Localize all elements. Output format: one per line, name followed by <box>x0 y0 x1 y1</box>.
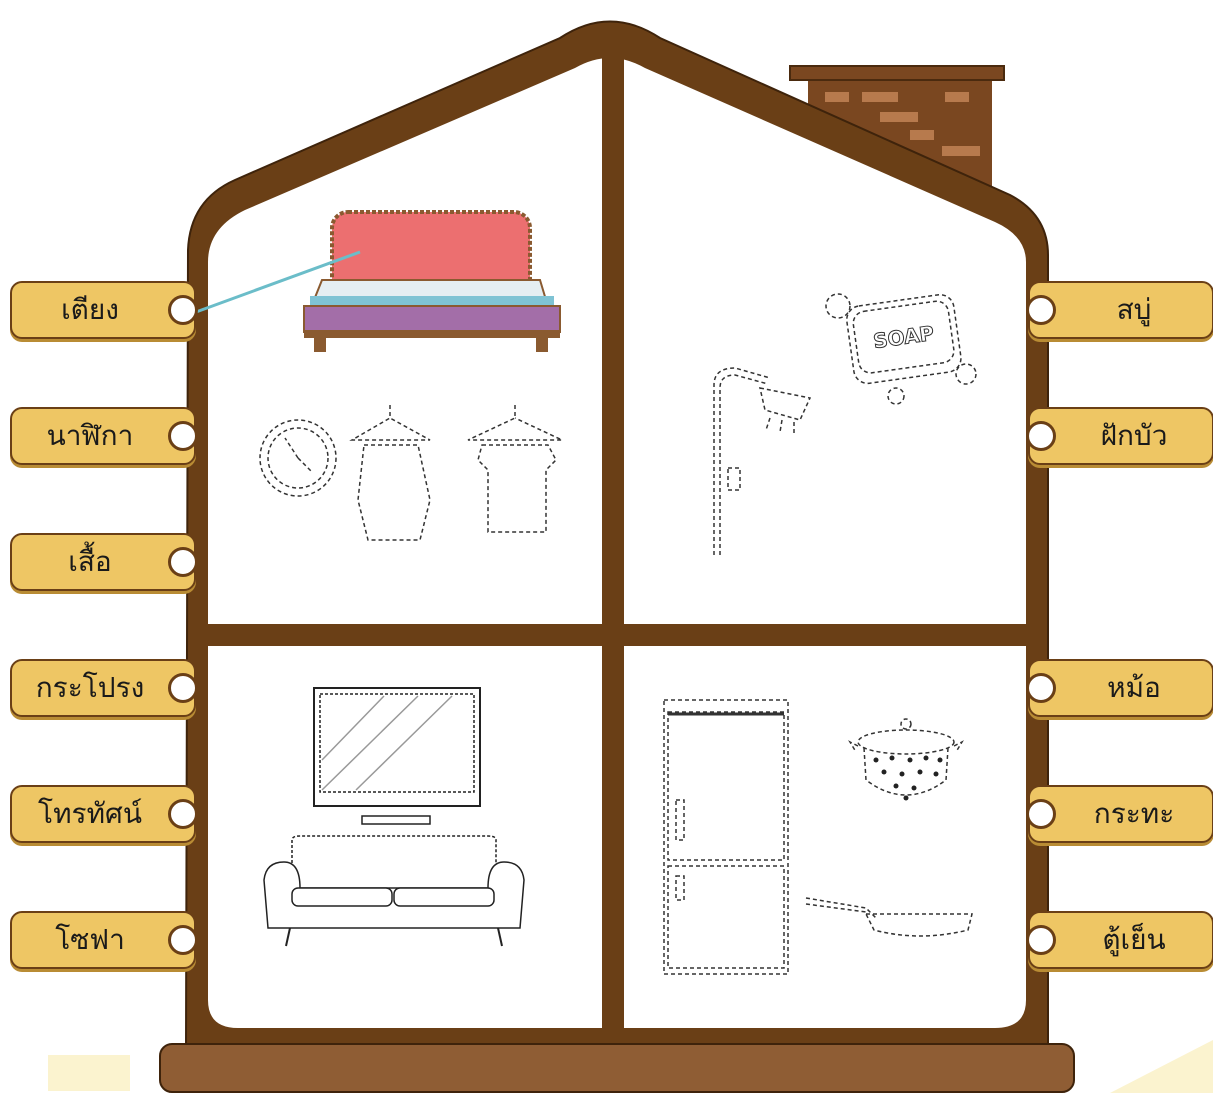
label-shower[interactable]: ฝักบัว <box>1028 407 1213 465</box>
label-bed-connector-dot[interactable] <box>168 295 198 325</box>
label-sofa[interactable]: โซฟา <box>10 911 196 969</box>
label-pot-connector-dot[interactable] <box>1026 673 1056 703</box>
label-fridge[interactable]: ตู้เย็น <box>1028 911 1213 969</box>
label-shirt-text: เสื้อ <box>68 540 111 584</box>
bed-picture <box>304 212 560 352</box>
label-bin-text: กระโปรง <box>36 666 145 710</box>
label-pan-connector-dot[interactable] <box>1026 799 1056 829</box>
label-fridge-text: ตู้เย็น <box>1102 918 1165 962</box>
label-pan-text: กระทะ <box>1094 792 1175 836</box>
label-pot-text: หม้อ <box>1107 666 1161 710</box>
tv-picture <box>314 688 480 824</box>
label-soap[interactable]: สบู่ <box>1028 281 1213 339</box>
label-bed-text: เตียง <box>61 288 119 332</box>
label-bed[interactable]: เตียง <box>10 281 196 339</box>
label-sofa-connector-dot[interactable] <box>168 925 198 955</box>
label-shower-text: ฝักบัว <box>1101 414 1168 458</box>
label-shirt-connector-dot[interactable] <box>168 547 198 577</box>
label-soap-text: สบู่ <box>1117 288 1152 332</box>
label-tv[interactable]: โทรทัศน์ <box>10 785 196 843</box>
label-bin-connector-dot[interactable] <box>168 673 198 703</box>
label-fridge-connector-dot[interactable] <box>1026 925 1056 955</box>
label-pan[interactable]: กระทะ <box>1028 785 1213 843</box>
label-clock-text: นาฬิกา <box>47 414 134 458</box>
house-base <box>160 1044 1074 1092</box>
label-shower-connector-dot[interactable] <box>1026 421 1056 451</box>
label-tv-connector-dot[interactable] <box>168 799 198 829</box>
label-tv-text: โทรทัศน์ <box>38 792 142 836</box>
label-shirt[interactable]: เสื้อ <box>10 533 196 591</box>
label-clock[interactable]: นาฬิกา <box>10 407 196 465</box>
label-sofa-text: โซฟา <box>55 918 125 962</box>
label-pot[interactable]: หม้อ <box>1028 659 1213 717</box>
label-bin[interactable]: กระโปรง <box>10 659 196 717</box>
label-clock-connector-dot[interactable] <box>168 421 198 451</box>
label-soap-connector-dot[interactable] <box>1026 295 1056 325</box>
